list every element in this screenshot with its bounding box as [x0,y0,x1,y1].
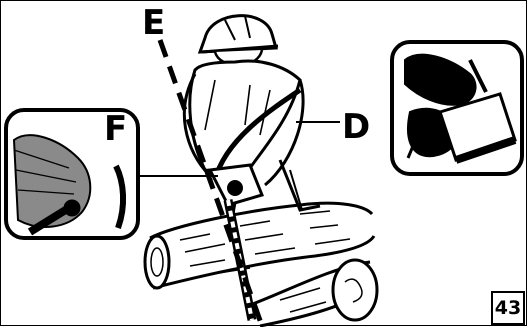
inset-right [392,42,522,174]
log-illustration [145,203,377,326]
label-e: E [142,6,165,40]
label-f: F [104,112,127,146]
page-number: 43 [491,291,525,325]
label-d: D [342,110,370,144]
